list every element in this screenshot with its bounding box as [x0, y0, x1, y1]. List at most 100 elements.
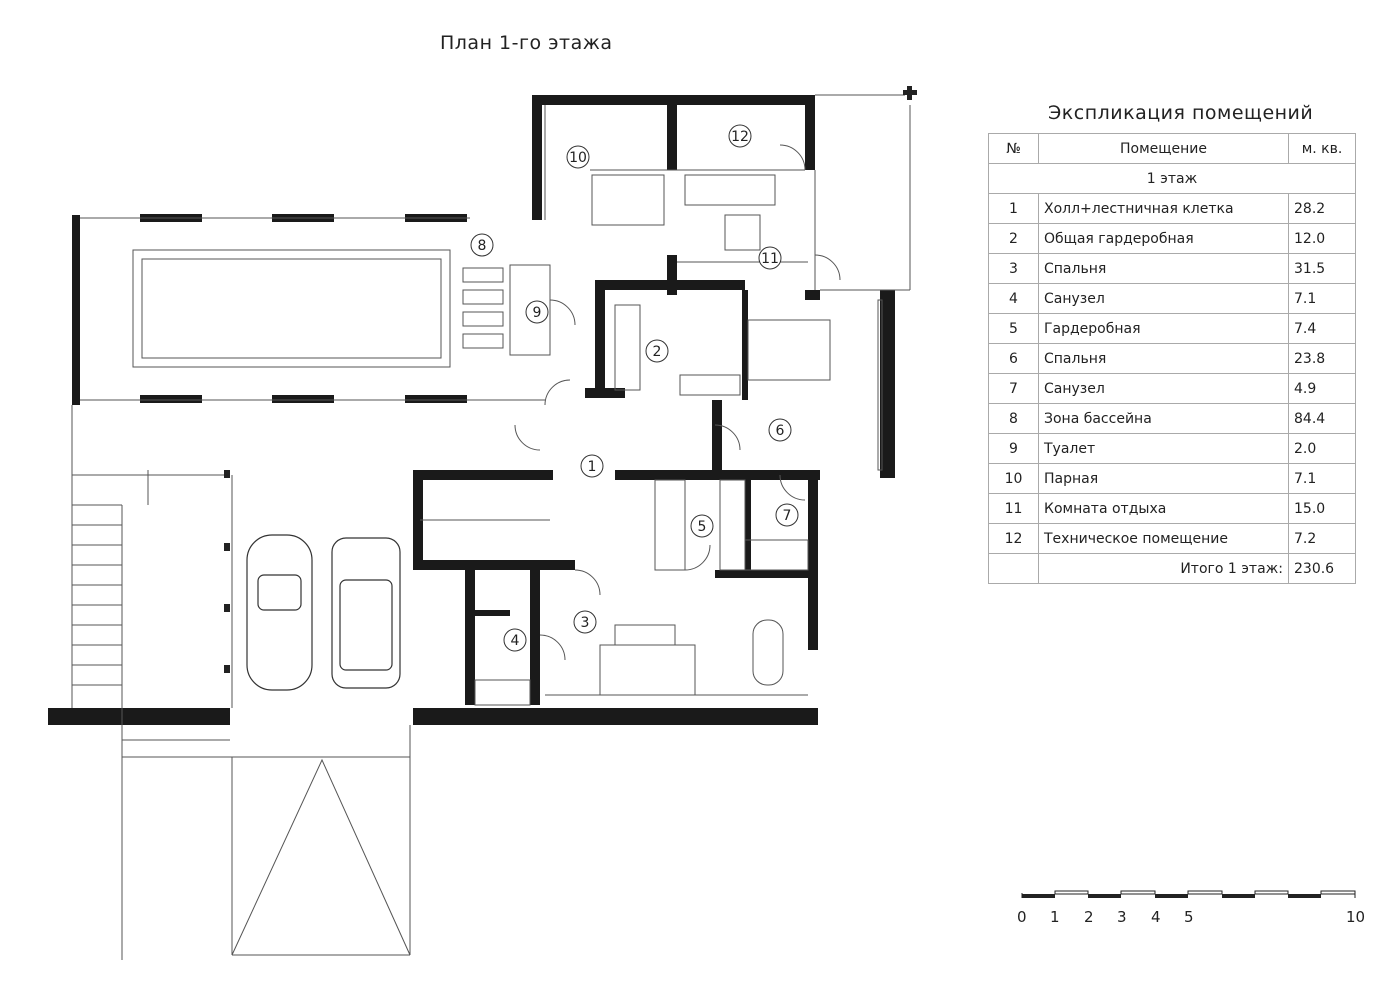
svg-text:4: 4 — [511, 633, 520, 649]
markers — [224, 86, 917, 673]
room-num: 7 — [988, 373, 1039, 404]
room-num: 6 — [988, 343, 1039, 374]
scale-tick-2: 2 — [1084, 908, 1094, 926]
room-marker-10: 10 — [566, 145, 590, 169]
room-area: 7.1 — [1288, 283, 1356, 314]
room-area: 31.5 — [1288, 253, 1356, 284]
svg-text:8: 8 — [478, 238, 487, 254]
room-area: 12.0 — [1288, 223, 1356, 254]
room-area: 7.4 — [1288, 313, 1356, 344]
room-num: 3 — [988, 253, 1039, 284]
svg-text:3: 3 — [581, 615, 590, 631]
room-marker-5: 5 — [690, 514, 714, 538]
room-name: Парная — [1038, 463, 1289, 494]
room-name: Гардеробная — [1038, 313, 1289, 344]
scale-tick-10: 10 — [1346, 908, 1366, 926]
total-value: 230.6 — [1288, 553, 1356, 584]
svg-text:6: 6 — [776, 423, 785, 439]
room-num: 10 — [988, 463, 1039, 494]
room-marker-12: 12 — [728, 124, 752, 148]
svg-text:10: 10 — [569, 150, 587, 166]
room-area: 23.8 — [1288, 343, 1356, 374]
room-name: Холл+лестничная клетка — [1038, 193, 1289, 224]
room-area: 84.4 — [1288, 403, 1356, 434]
total-row: Итого 1 этаж: 230.6 — [988, 553, 1356, 584]
room-name: Комната отдыха — [1038, 493, 1289, 524]
car-right — [331, 537, 401, 689]
floor-label: 1 этаж — [988, 163, 1356, 194]
room-area: 7.2 — [1288, 523, 1356, 554]
scale-bar — [1021, 890, 1356, 898]
scale-tick-4: 4 — [1151, 908, 1161, 926]
room-num: 9 — [988, 433, 1039, 464]
room-name: Зона бассейна — [1038, 403, 1289, 434]
room-name: Туалет — [1038, 433, 1289, 464]
room-num: 1 — [988, 193, 1039, 224]
svg-text:7: 7 — [783, 508, 792, 524]
room-area: 2.0 — [1288, 433, 1356, 464]
table-title: Экспликация помещений — [1048, 102, 1314, 124]
svg-text:11: 11 — [761, 251, 779, 267]
room-num: 2 — [988, 223, 1039, 254]
scale-tick-0: 0 — [1017, 908, 1027, 926]
room-name: Санузел — [1038, 283, 1289, 314]
room-num: 8 — [988, 403, 1039, 434]
header-num: № — [988, 133, 1039, 164]
room-name: Техническое помещение — [1038, 523, 1289, 554]
walls — [48, 95, 895, 725]
sun-loungers — [462, 267, 504, 349]
room-marker-1: 1 — [580, 454, 604, 478]
room-markers: 1 2 3 4 5 6 7 8 9 10 11 12 — [470, 124, 799, 652]
cross-mark-icon — [903, 86, 917, 100]
cars — [246, 534, 401, 691]
room-name: Общая гардеробная — [1038, 223, 1289, 254]
room-num: 12 — [988, 523, 1039, 554]
stairs — [72, 504, 122, 686]
door-swings — [514, 144, 841, 661]
room-num: 5 — [988, 313, 1039, 344]
plan-title: План 1-го этажа — [440, 32, 613, 54]
room-marker-11: 11 — [758, 246, 782, 270]
room-num: 4 — [988, 283, 1039, 314]
room-area: 4.9 — [1288, 373, 1356, 404]
scale-tick-5: 5 — [1184, 908, 1194, 926]
room-marker-8: 8 — [470, 233, 494, 257]
room-marker-2: 2 — [645, 339, 669, 363]
room-area: 7.1 — [1288, 463, 1356, 494]
room-marker-9: 9 — [525, 300, 549, 324]
total-empty-cell — [988, 553, 1039, 584]
svg-text:9: 9 — [533, 305, 542, 321]
room-name: Санузел — [1038, 373, 1289, 404]
room-marker-4: 4 — [503, 628, 527, 652]
svg-text:2: 2 — [653, 344, 662, 360]
room-marker-3: 3 — [573, 610, 597, 634]
svg-text:1: 1 — [588, 459, 597, 475]
scale-tick-1: 1 — [1050, 908, 1060, 926]
room-area: 28.2 — [1288, 193, 1356, 224]
table-header: № Помещение м. кв. — [988, 133, 1356, 164]
header-area: м. кв. — [1288, 133, 1356, 164]
header-room: Помещение — [1038, 133, 1289, 164]
room-marker-7: 7 — [775, 503, 799, 527]
room-name: Спальня — [1038, 253, 1289, 284]
scale-tick-3: 3 — [1117, 908, 1127, 926]
room-marker-6: 6 — [768, 418, 792, 442]
total-label: Итого 1 этаж: — [1038, 553, 1289, 584]
room-num: 11 — [988, 493, 1039, 524]
room-area: 15.0 — [1288, 493, 1356, 524]
svg-text:12: 12 — [731, 129, 749, 145]
